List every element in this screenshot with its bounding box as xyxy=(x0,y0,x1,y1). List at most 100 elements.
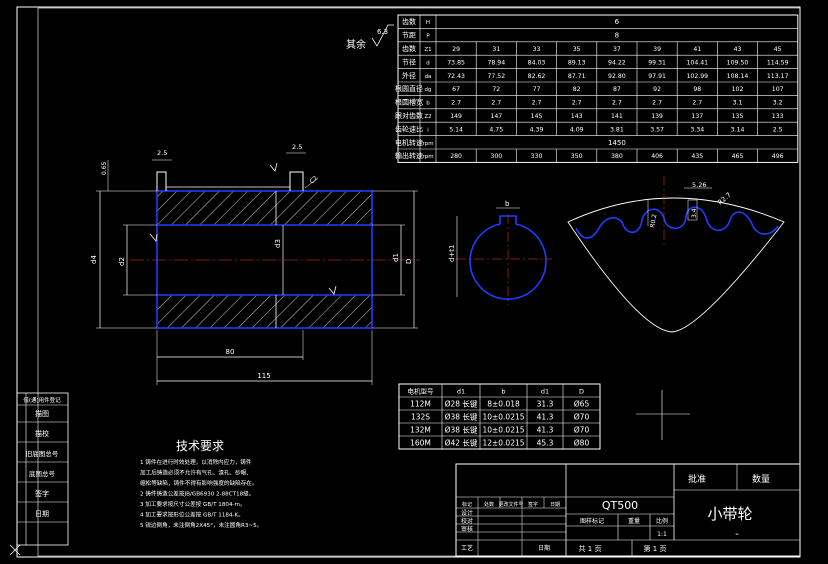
table-cell: 107 xyxy=(772,86,784,93)
table-row-symbol: P xyxy=(426,34,430,40)
table-cell: 2.7 xyxy=(692,100,702,107)
dim-r0-2: R0.2 xyxy=(649,213,658,228)
table-cell: 72 xyxy=(492,86,500,93)
table-cell: 41.3 xyxy=(537,426,554,435)
table-cell: 43 xyxy=(734,46,742,53)
date-label: 日期 xyxy=(538,544,550,552)
table-cell: 109.50 xyxy=(727,59,749,66)
table-cell: 2.7 xyxy=(532,100,542,107)
table-header: d1 xyxy=(457,388,465,396)
table-cell: 82 xyxy=(573,86,581,93)
table-cell: 2.7 xyxy=(572,100,582,107)
dim-80: 80 xyxy=(226,348,235,356)
dim-0-65: 0.65 xyxy=(101,161,108,175)
reviewer-label: 审核 xyxy=(461,525,473,533)
table-cell: 3.57 xyxy=(650,126,664,133)
dim-d4: d4 xyxy=(90,255,98,264)
table-row-symbol: d xyxy=(426,60,430,66)
table-row-label: 外径 xyxy=(402,71,416,80)
table-cell: 2.7 xyxy=(612,100,622,107)
table-row-label: 齿轮速比 xyxy=(395,124,423,133)
hdr-sign: 签字 xyxy=(528,501,538,508)
table-cell: 31 xyxy=(492,46,500,53)
hdr-mark: 标记 xyxy=(462,501,472,508)
svg-text:6.3: 6.3 xyxy=(377,28,388,36)
table-cell: 3.2 xyxy=(773,100,783,107)
dim-2-5-left: 2.5 xyxy=(157,149,167,157)
table-cell-merged: 8 xyxy=(615,32,619,40)
table-cell: 132M xyxy=(410,426,431,435)
table-cell: 2.7 xyxy=(451,100,461,107)
part-name: 小带轮 xyxy=(707,505,752,523)
table-cell: Ø42 长键 xyxy=(445,438,478,448)
dim-b: b xyxy=(505,200,510,208)
svg-text:其余: 其余 xyxy=(346,38,366,51)
table-row-symbol: rpm xyxy=(422,141,433,147)
technical-requirements: 技术要求 1 铸件在进行时效处理，以消除内应力，铸件加工后铸造必须不允许有气孔、… xyxy=(140,439,262,529)
table-cell-merged: 6 xyxy=(615,18,620,26)
table-cell: 102.99 xyxy=(686,73,708,80)
table-row-label: 节径 xyxy=(402,57,416,66)
table-cell: 33 xyxy=(533,46,541,53)
table-cell: 87.71 xyxy=(568,73,586,80)
dim-2-5-right: 2.5 xyxy=(292,143,302,151)
table-cell: 82.62 xyxy=(528,73,546,80)
table-row-label: 输出转速 xyxy=(395,151,423,160)
table-header: d1 xyxy=(541,388,549,396)
weight-label: 重量 xyxy=(628,517,640,525)
hdr-date: 日期 xyxy=(550,502,560,508)
dim-3-4: 3.4 xyxy=(691,208,698,218)
table-cell: 97.91 xyxy=(648,73,666,80)
table-cell: 12±0.0215 xyxy=(482,439,524,448)
table-cell: 145 xyxy=(531,113,543,120)
table-cell: 35 xyxy=(573,46,581,53)
strip-item: 描校 xyxy=(35,429,49,438)
tech-item: 2 铸件铸造公差按JB/GB6930 2-88CT18级。 xyxy=(140,490,254,498)
dim-115: 115 xyxy=(257,372,270,380)
table-cell: 406 xyxy=(651,153,663,160)
table-cell: 133 xyxy=(772,113,784,120)
table-row-label: 电机转速 xyxy=(395,138,423,147)
table-cell: 4.09 xyxy=(570,126,584,133)
table-cell: 45 xyxy=(774,46,782,53)
table-row-label: 根圆直径 xyxy=(395,84,423,93)
table-header: b xyxy=(501,388,505,396)
drawing-mark-label: 图样标记 xyxy=(580,517,604,525)
strip-item: 旧底图总号 xyxy=(26,449,59,458)
table-cell: 67 xyxy=(452,86,460,93)
table-row-symbol: Z1 xyxy=(424,47,431,53)
hdr-changefile: 更改文件号 xyxy=(498,501,523,508)
table-cell: 72.43 xyxy=(447,73,465,80)
table-cell: 99.31 xyxy=(648,59,666,66)
table-cell: 3.34 xyxy=(690,126,704,133)
tech-item: 4 加工要求按形位公差按 GB/T 1184-K。 xyxy=(140,511,244,519)
table-cell: 10±0.0215 xyxy=(482,426,524,435)
table-header: 电机型号 xyxy=(408,387,435,396)
table-cell: 147 xyxy=(490,113,502,120)
table-cell: 141 xyxy=(611,113,623,120)
table-cell: 102 xyxy=(732,86,744,93)
process-label: 工艺 xyxy=(461,544,473,552)
table-row-symbol: i xyxy=(427,127,429,133)
table-cell: 113.17 xyxy=(767,73,789,80)
table-row-label: 跟对齿数 xyxy=(395,111,423,120)
table-cell: 37 xyxy=(613,46,621,53)
table-cell: 2.5 xyxy=(773,126,783,133)
tech-item: 5 锐边倒角，未注倒角2X45°，未注圆角R3~5。 xyxy=(140,521,262,529)
keyway-view: b d+t1 xyxy=(448,200,552,305)
designer-label: 设计 xyxy=(461,509,473,517)
table-cell: 3.14 xyxy=(731,126,745,133)
table-cell: 112M xyxy=(410,400,431,409)
table-cell: 280 xyxy=(450,153,462,160)
table-row-label: 齿数 xyxy=(402,17,416,26)
table-cell: 104.41 xyxy=(686,59,708,66)
dim-5-26: 5.26 xyxy=(692,181,706,189)
approve-label: 批准 xyxy=(688,473,706,485)
table-cell: Ø38 长键 xyxy=(445,412,478,422)
table-cell: 143 xyxy=(571,113,583,120)
table-cell: 84.03 xyxy=(528,59,546,66)
table-cell: 135 xyxy=(732,113,744,120)
roughness-rest-note: 其余 6.3 xyxy=(346,24,394,51)
